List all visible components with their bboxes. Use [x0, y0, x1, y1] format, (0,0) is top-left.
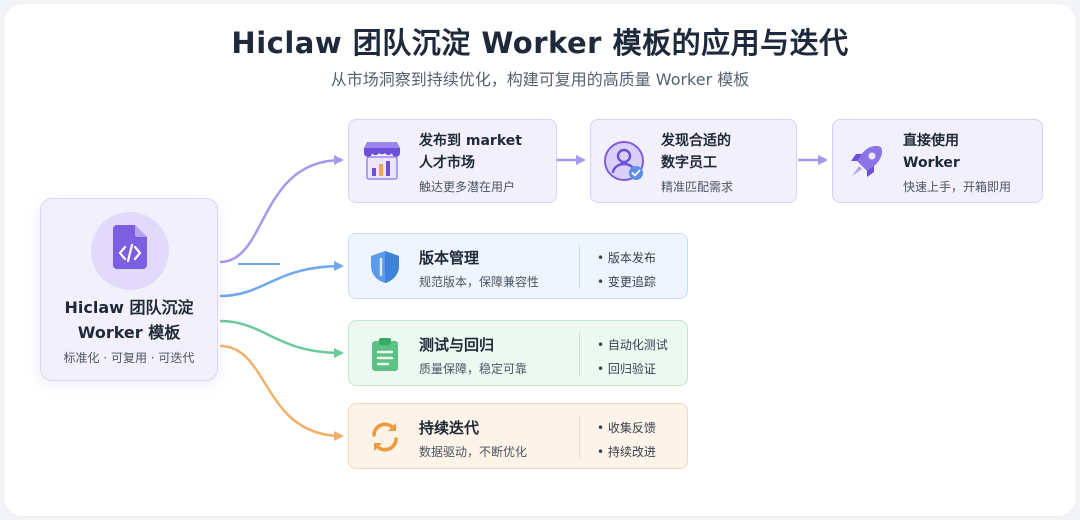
card-iteration-title: 持续迭代 [419, 419, 480, 437]
card-publish-title: 发布到 market 人才市场 [419, 130, 550, 174]
card-iteration-desc: 数据驱动，不断优化 [419, 445, 528, 459]
card-publish-desc: 触达更多潜在用户 [419, 180, 516, 194]
card-use-title-line1: 直接使用 [903, 133, 959, 149]
card-continuous-iteration: 持续迭代 数据驱动，不断优化 • 收集反馈 • 持续改进 [348, 403, 688, 469]
card-version-bullet-1: • 版本发布 [597, 251, 656, 265]
clipboard-icon [372, 338, 398, 371]
card-discover-title: 发现合适的 数字员工 [661, 130, 790, 174]
diagram-title: Hiclaw 团队沉淀 Worker 模板的应用与迭代 [231, 26, 849, 60]
card-use-desc: 快速上手，开箱即用 [903, 180, 1012, 194]
card-publish-market: 发布到 market 人才市场 触达更多潜在用户 [348, 119, 557, 203]
card-testing-divider [579, 332, 580, 376]
card-use-title-line2: Worker [903, 155, 960, 171]
card-iteration-divider [579, 415, 580, 459]
link-to-market [219, 155, 344, 264]
card-testing-title: 测试与回归 [419, 336, 495, 354]
card-iteration-bullet-2: • 持续改进 [597, 445, 656, 459]
source-title-line2: Worker 模板 [77, 323, 181, 342]
link-to-iteration [219, 344, 344, 441]
card-discover-desc: 精准匹配需求 [661, 180, 734, 194]
link-to-testing [219, 319, 344, 358]
card-version-bullet-2: • 变更追踪 [597, 275, 656, 289]
user-check-icon [604, 141, 644, 181]
card-discover-title-line2: 数字员工 [661, 155, 717, 171]
card-testing-bullet-2: • 回归验证 [597, 362, 656, 376]
card-testing-bullet-1: • 自动化测试 [597, 338, 668, 352]
source-title: Hiclaw 团队沉淀 Worker 模板 [41, 295, 217, 345]
source-title-line1: Hiclaw 团队沉淀 [64, 298, 194, 317]
card-publish-title-line2: 人才市场 [419, 155, 475, 171]
card-discover-title-line1: 发现合适的 [661, 133, 731, 149]
card-discover-worker: 发现合适的 数字员工 精准匹配需求 [590, 119, 797, 203]
template-icon-badge [91, 212, 169, 290]
card-version-management: 版本管理 规范版本，保障兼容性 • 版本发布 • 变更追踪 [348, 233, 688, 299]
market-stall-icon [364, 142, 400, 180]
card-publish-title-line1: 发布到 market [419, 133, 522, 149]
rocket-icon [851, 146, 882, 177]
refresh-cycle-icon [372, 422, 398, 452]
source-tagline: 标准化 · 可复用 · 可迭代 [63, 351, 195, 365]
card-testing-desc: 质量保障，稳定可靠 [419, 362, 528, 376]
card-testing-regression: 测试与回归 质量保障，稳定可靠 • 自动化测试 • 回归验证 [348, 320, 688, 386]
code-file-icon [113, 225, 147, 269]
card-use-title: 直接使用 Worker [903, 130, 1036, 174]
card-iteration-bullet-1: • 收集反馈 [597, 421, 656, 435]
card-version-title: 版本管理 [419, 249, 480, 267]
card-version-desc: 规范版本，保障兼容性 [419, 275, 540, 289]
card-version-divider [579, 245, 580, 289]
diagram-subtitle: 从市场洞察到持续优化，构建可复用的高质量 Worker 模板 [330, 70, 750, 89]
shield-icon [371, 251, 399, 283]
link-to-version [219, 261, 344, 298]
source-template-node: Hiclaw 团队沉淀 Worker 模板 标准化 · 可复用 · 可迭代 [40, 198, 218, 381]
card-use-worker: 直接使用 Worker 快速上手，开箱即用 [832, 119, 1043, 203]
